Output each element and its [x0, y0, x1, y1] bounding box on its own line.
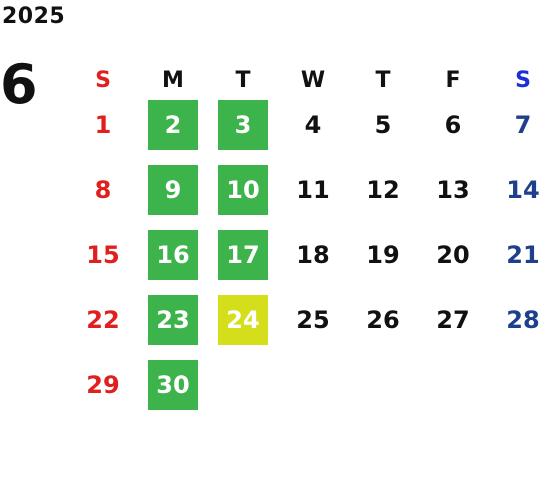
week-row: 8 9 10 11 12 13 14 — [68, 165, 548, 230]
day-cell[interactable]: 25 — [278, 295, 348, 345]
day-cell[interactable]: 10 — [208, 165, 278, 215]
day-number: 15 — [86, 241, 120, 269]
weekday-monday: M — [162, 67, 184, 93]
calendar-month: 6 — [0, 53, 38, 116]
day-cell[interactable]: 2 — [138, 100, 208, 150]
day-cell[interactable]: 4 — [278, 100, 348, 150]
day-cell[interactable]: 16 — [138, 230, 208, 280]
day-cell[interactable]: 23 — [138, 295, 208, 345]
day-cell[interactable]: 17 — [208, 230, 278, 280]
calendar-grid: S M T W T F S 1 2 3 4 5 6 7 8 9 10 11 12… — [68, 60, 548, 425]
day-cell[interactable]: 29 — [68, 360, 138, 410]
day-number: 22 — [86, 306, 120, 334]
day-number: 19 — [366, 241, 400, 269]
weekday-wednesday: W — [300, 67, 326, 93]
day-number: 12 — [366, 176, 400, 204]
day-cell[interactable]: 7 — [488, 100, 548, 150]
calendar-year: 2025 — [2, 4, 66, 29]
day-number: 23 — [148, 295, 198, 345]
day-number: 11 — [296, 176, 330, 204]
weekday-saturday: S — [515, 67, 531, 93]
day-number: 21 — [506, 241, 540, 269]
day-number: 24 — [218, 295, 268, 345]
week-row: 15 16 17 18 19 20 21 — [68, 230, 548, 295]
day-number: 17 — [218, 230, 268, 280]
week-row: 1 2 3 4 5 6 7 — [68, 100, 548, 165]
day-number: 2 — [148, 100, 198, 150]
day-number: 5 — [374, 111, 392, 139]
day-number: 26 — [366, 306, 400, 334]
day-cell[interactable]: 14 — [488, 165, 548, 215]
day-cell[interactable]: 5 — [348, 100, 418, 150]
day-cell[interactable]: 27 — [418, 295, 488, 345]
day-number: 13 — [436, 176, 470, 204]
day-cell[interactable]: 18 — [278, 230, 348, 280]
day-number: 8 — [94, 176, 112, 204]
day-number: 28 — [506, 306, 540, 334]
day-number: 4 — [304, 111, 322, 139]
day-cell[interactable]: 1 — [68, 100, 138, 150]
day-cell[interactable]: 8 — [68, 165, 138, 215]
day-cell-today[interactable]: 24 — [208, 295, 278, 345]
day-number: 18 — [296, 241, 330, 269]
weekday-header-row: S M T W T F S — [68, 60, 548, 100]
day-cell[interactable]: 11 — [278, 165, 348, 215]
weekday-friday: F — [445, 67, 461, 93]
day-number: 27 — [436, 306, 470, 334]
day-cell[interactable]: 13 — [418, 165, 488, 215]
weekday-tuesday: T — [235, 67, 251, 93]
day-cell[interactable]: 9 — [138, 165, 208, 215]
day-cell[interactable]: 3 — [208, 100, 278, 150]
day-number: 3 — [218, 100, 268, 150]
day-cell[interactable]: 19 — [348, 230, 418, 280]
day-cell[interactable]: 26 — [348, 295, 418, 345]
day-number: 14 — [506, 176, 540, 204]
weekday-sunday: S — [95, 67, 111, 93]
week-row: 29 30 — [68, 360, 548, 425]
day-number: 7 — [514, 111, 532, 139]
day-number: 20 — [436, 241, 470, 269]
day-cell[interactable]: 21 — [488, 230, 548, 280]
weekday-thursday: T — [375, 67, 391, 93]
day-number: 9 — [148, 165, 198, 215]
day-cell[interactable]: 28 — [488, 295, 548, 345]
day-number: 25 — [296, 306, 330, 334]
day-number: 16 — [148, 230, 198, 280]
day-number: 1 — [94, 111, 112, 139]
day-cell[interactable]: 12 — [348, 165, 418, 215]
day-number: 6 — [444, 111, 462, 139]
day-number: 29 — [86, 371, 120, 399]
day-cell[interactable]: 6 — [418, 100, 488, 150]
day-cell[interactable]: 20 — [418, 230, 488, 280]
day-cell[interactable]: 22 — [68, 295, 138, 345]
day-number: 10 — [218, 165, 268, 215]
week-row: 22 23 24 25 26 27 28 — [68, 295, 548, 360]
day-cell[interactable]: 15 — [68, 230, 138, 280]
day-number: 30 — [148, 360, 198, 410]
day-cell[interactable]: 30 — [138, 360, 208, 410]
